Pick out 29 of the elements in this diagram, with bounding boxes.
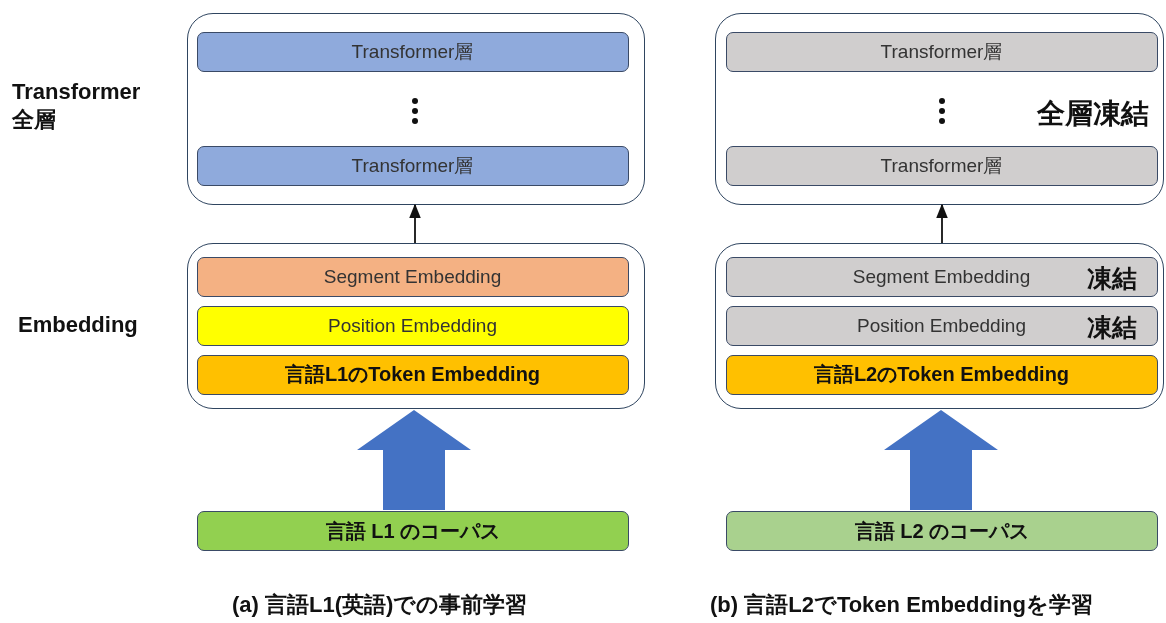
block-arrow [884,410,998,510]
panel [715,13,1164,205]
layer-box: 言語 L1 のコーパス [197,511,629,551]
panel [715,243,1164,409]
figure-caption: (b) 言語L2でToken Embeddingを学習 [710,591,1093,619]
figure-caption: (a) 言語L1(英語)での事前学習 [232,591,528,619]
frozen-note: 凍結 [1086,311,1137,343]
layer-box: Transformer層 [196,145,629,186]
layer-box: Transformer層 [196,31,629,72]
layer-label: Position Embedding [857,314,1026,337]
layer-box: Segment Embedding [196,256,629,297]
frozen-note: 凍結 [1086,262,1137,294]
panel [187,243,645,409]
layer-box: 言語L2のToken Embedding [725,354,1158,395]
layer-box: Transformer層 [725,31,1158,72]
layer-box: Transformer層 [725,145,1158,186]
layer-box: Position Embedding [196,305,629,346]
layer-box [725,256,1158,297]
layer-box [725,305,1158,346]
row-label: Transformer 全層 [12,78,142,134]
frozen-note: 全層凍結 [1037,97,1149,131]
layer-label: Segment Embedding [852,265,1031,288]
arrow [936,203,948,244]
row-label: Embedding [18,312,138,338]
block-arrow [357,410,471,510]
arrow [409,203,421,244]
layer-box: 言語L1のToken Embedding [196,354,629,395]
layer-box: 言語 L2 のコーパス [726,511,1158,551]
panel [187,13,645,205]
